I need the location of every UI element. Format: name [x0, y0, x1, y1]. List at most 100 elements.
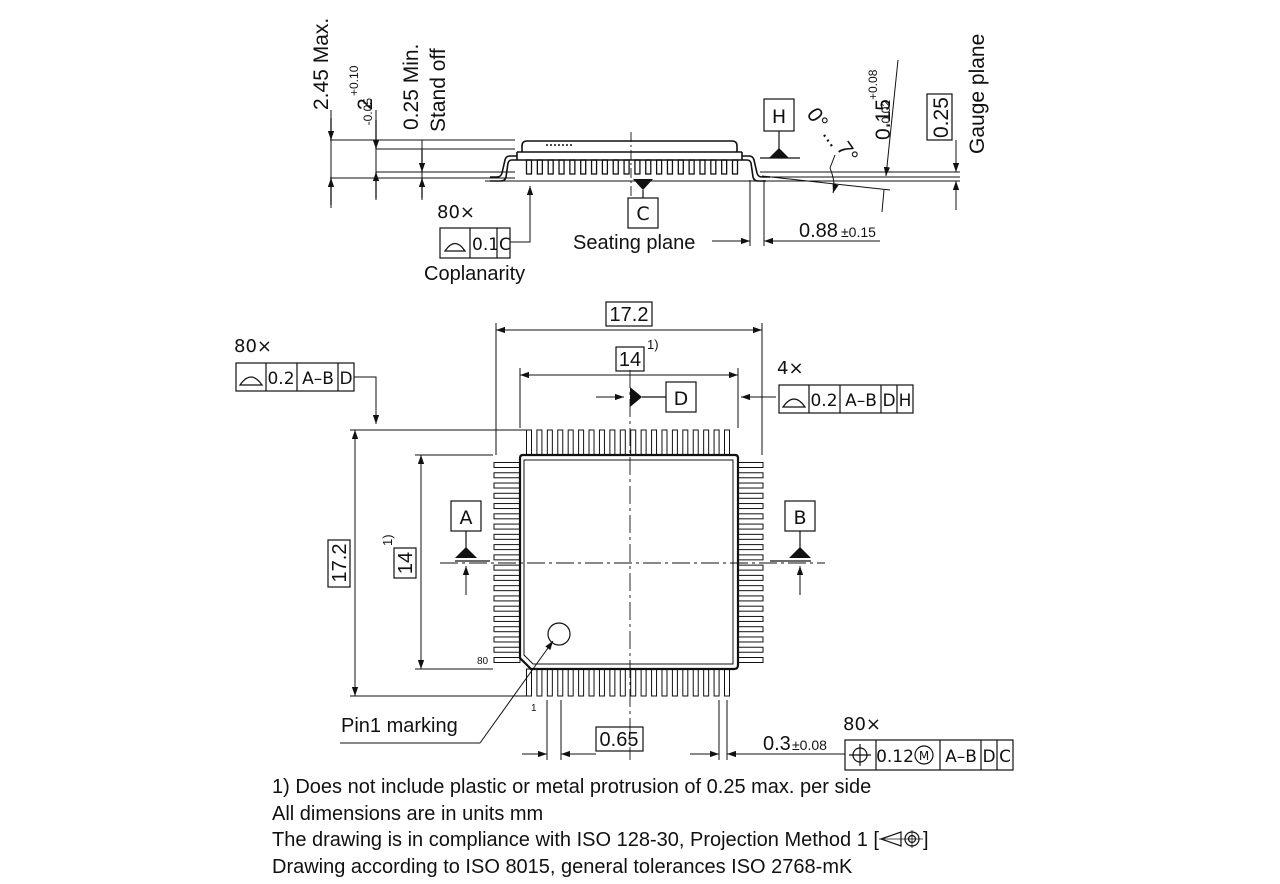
dim-lead-thickness-minus: -0.02	[879, 100, 893, 128]
lead-pin	[493, 482, 521, 489]
lead-pin	[536, 429, 543, 456]
fcf-position-value: 0.12	[876, 747, 914, 767]
lead-pin	[640, 429, 647, 456]
lead-pin	[661, 429, 668, 456]
datum-b-letter: B	[793, 507, 806, 529]
dim-body-nominal: 2	[354, 98, 377, 110]
gauge-plane-label: Gauge plane	[966, 34, 989, 154]
note-line-3-end: ]	[922, 829, 929, 851]
lead-pin	[493, 585, 521, 592]
fcf-position-datum-2: D	[982, 747, 995, 767]
lead-pin	[493, 492, 521, 499]
lead-pin	[737, 595, 764, 602]
fcf-left-value: 0.2	[267, 369, 294, 389]
side-lead-stubs	[525, 159, 739, 175]
lead-pin	[557, 429, 564, 456]
lead-pin	[737, 503, 764, 510]
side-lead	[688, 159, 695, 175]
lead-pin	[493, 636, 521, 643]
lead-pin	[493, 646, 521, 653]
datum-a-letter: A	[460, 507, 473, 529]
dim-standoff-label: Stand off	[427, 48, 450, 132]
pitch-value: 0.65	[600, 729, 639, 751]
coplanarity-datum: C	[499, 235, 511, 255]
fcf-position-modifier: M	[919, 749, 929, 763]
lead-pin	[713, 668, 720, 697]
dim-foot-length-tol: ±0.15	[841, 224, 876, 240]
lead-pin	[737, 513, 764, 520]
top-pin-row	[526, 429, 730, 456]
projection-method-icon	[878, 830, 923, 848]
pin1-dot	[547, 622, 571, 646]
lead-pin	[737, 574, 764, 581]
right-pin-row	[737, 462, 764, 663]
lead-pin	[619, 429, 626, 456]
side-lead	[525, 159, 533, 175]
lead-pin	[493, 513, 521, 520]
lead-pin	[737, 657, 764, 663]
dim-gauge: 0.25	[930, 97, 953, 138]
side-lead	[547, 159, 554, 175]
coplanarity-value: 0.1	[472, 235, 499, 255]
lead-pin	[493, 595, 521, 602]
side-lead	[558, 159, 565, 175]
lead-pin	[692, 668, 699, 697]
side-lead	[721, 159, 728, 175]
fcf-left-count: 80×	[234, 336, 272, 357]
datum-c-letter: C	[636, 203, 649, 225]
datum-h-letter: H	[772, 106, 786, 128]
lead-pin	[630, 429, 637, 456]
lead-pin	[703, 668, 710, 697]
side-lead	[536, 159, 543, 175]
lead-pin	[692, 429, 699, 456]
note-line-3: The drawing is in compliance with ISO 12…	[272, 827, 1252, 854]
dim-foot-length: 0.88	[799, 220, 838, 242]
lead-pin	[737, 482, 764, 489]
lead-pin	[737, 564, 764, 571]
lead-pin	[493, 554, 521, 561]
fcf-position-count: 80×	[843, 714, 881, 735]
lead-pin	[724, 429, 730, 456]
lead-pin	[661, 668, 668, 697]
side-lead	[569, 159, 576, 175]
note-line-3-text: The drawing is in compliance with ISO 12…	[272, 829, 879, 851]
lead-pin	[493, 657, 521, 663]
lead-pin	[588, 668, 595, 697]
side-lead	[623, 159, 630, 175]
lead-pin	[682, 668, 689, 697]
lead-pin	[493, 462, 521, 468]
lead-width-tol: ±0.08	[792, 737, 827, 753]
dim-body-height: 14	[395, 552, 417, 574]
pin-80-label: 80	[477, 656, 489, 667]
fcf-right-datum-3: H	[899, 391, 912, 411]
lead-pin	[737, 472, 764, 479]
lead-pin	[737, 605, 764, 612]
lead-pin	[630, 668, 637, 697]
lead-pin	[737, 462, 764, 468]
lead-pin	[609, 429, 616, 456]
lead-pin	[737, 533, 764, 540]
lead-pin	[598, 429, 605, 456]
fcf-left-datum-1: A–B	[302, 369, 334, 389]
fcf-position-datum-3: C	[999, 747, 1011, 767]
lead-width-value: 0.3	[763, 733, 791, 755]
note-line-1: 1) Does not include plastic or metal pro…	[272, 776, 872, 798]
fcf-right-value: 0.2	[810, 391, 837, 411]
side-lead	[601, 159, 609, 175]
dim-lead-thickness-plus: +0.08	[866, 69, 880, 100]
lead-pin	[737, 626, 764, 633]
fcf-position-datum-1: A–B	[945, 747, 977, 767]
lead-pin	[567, 668, 574, 697]
side-lead	[580, 159, 587, 175]
lead-pin	[671, 668, 678, 697]
lead-pin	[737, 554, 764, 561]
lead-pin	[682, 429, 689, 456]
coplanarity-count: 80×	[437, 202, 475, 223]
dim-body-width: 14	[619, 349, 641, 371]
lead-pin	[737, 585, 764, 592]
fcf-right-datum-1: A–B	[845, 391, 877, 411]
side-lead	[666, 159, 674, 175]
lead-pin	[703, 429, 710, 456]
lead-pin	[724, 668, 730, 697]
fcf-right-count: 4×	[777, 358, 804, 379]
